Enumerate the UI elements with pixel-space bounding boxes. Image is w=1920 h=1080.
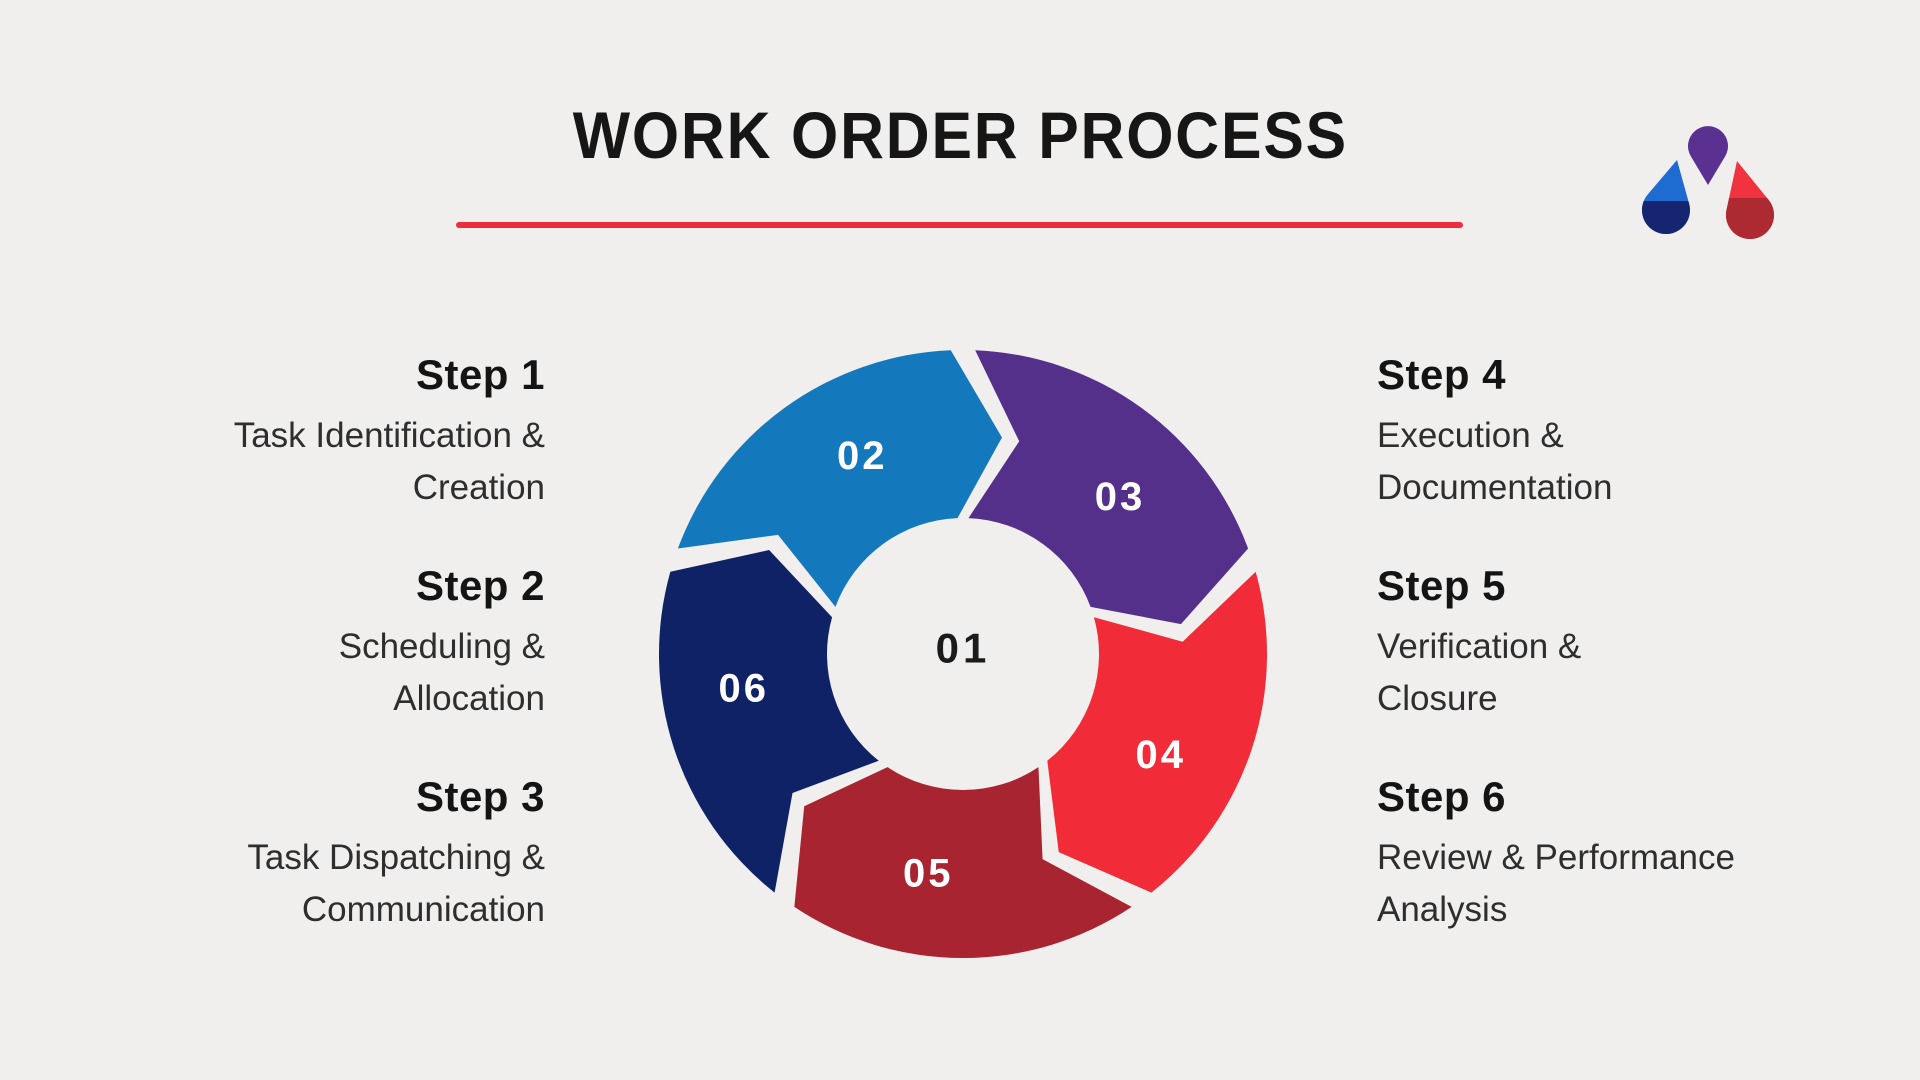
step-2: Step 2 Scheduling & Allocation [120,563,545,725]
step-5-description-line-2: Closure [1377,679,1498,718]
step-3-heading: Step 3 [415,773,545,820]
step-3-description-line-1: Task Dispatching & [247,838,545,877]
step-3: Step 3 Task Dispatching & Communication [120,774,545,936]
title-underline [456,222,1463,228]
step-4: Step 4 Execution & Documentation [1377,352,1817,514]
step-6-description-line-1: Review & Performance [1377,838,1735,877]
step-1-description-line-2: Creation [412,468,545,507]
step-4-description-line-1: Execution & [1377,416,1564,455]
step-6-description-line-2: Analysis [1377,890,1508,929]
step-3-description-line-2: Communication [301,890,545,929]
steps-right-column: Step 4 Execution & Documentation Step 5 … [1377,352,1817,985]
page-title: WORK ORDER PROCESS [572,98,1348,172]
cycle-segment-02 [677,350,1002,607]
step-1-heading: Step 1 [415,351,545,398]
logo-drop-right-shade [1725,198,1774,240]
step-6: Step 6 Review & Performance Analysis [1377,774,1817,936]
cycle-segment-06 [659,550,879,893]
step-4-heading: Step 4 [1377,351,1507,398]
step-5: Step 5 Verification & Closure [1377,563,1817,725]
step-4-description-line-2: Documentation [1377,468,1613,507]
step-1: Step 1 Task Identification & Creation [120,352,545,514]
cycle-segment-number-06: 06 [718,667,769,711]
step-6-heading: Step 6 [1377,773,1507,820]
cycle-center-number: 01 [936,625,991,672]
cycle-segment-05 [794,767,1132,958]
cycle-segment-03 [968,350,1249,625]
work-order-cycle-diagram: 02 03 04 05 06 01 [659,350,1267,958]
step-1-description-line-1: Task Identification & [233,416,545,455]
cycle-segment-number-05: 05 [903,851,954,895]
steps-left-column: Step 1 Task Identification & Creation St… [120,352,545,985]
cycle-segment-number-02: 02 [837,434,888,478]
step-5-heading: Step 5 [1377,562,1507,609]
cycle-segment-04 [1047,571,1267,893]
logo-drop-center [1688,126,1728,185]
step-2-description-line-2: Allocation [393,679,545,718]
cycle-segment-number-03: 03 [1095,475,1146,519]
brand-logo-icon [1641,126,1774,240]
step-5-description-line-1: Verification & [1377,627,1582,666]
step-2-description-line-1: Scheduling & [338,627,545,666]
logo-drop-left-shade [1641,201,1690,235]
cycle-segment-number-04: 04 [1136,733,1187,777]
header: WORK ORDER PROCESS [0,92,1920,178]
step-2-heading: Step 2 [415,562,545,609]
